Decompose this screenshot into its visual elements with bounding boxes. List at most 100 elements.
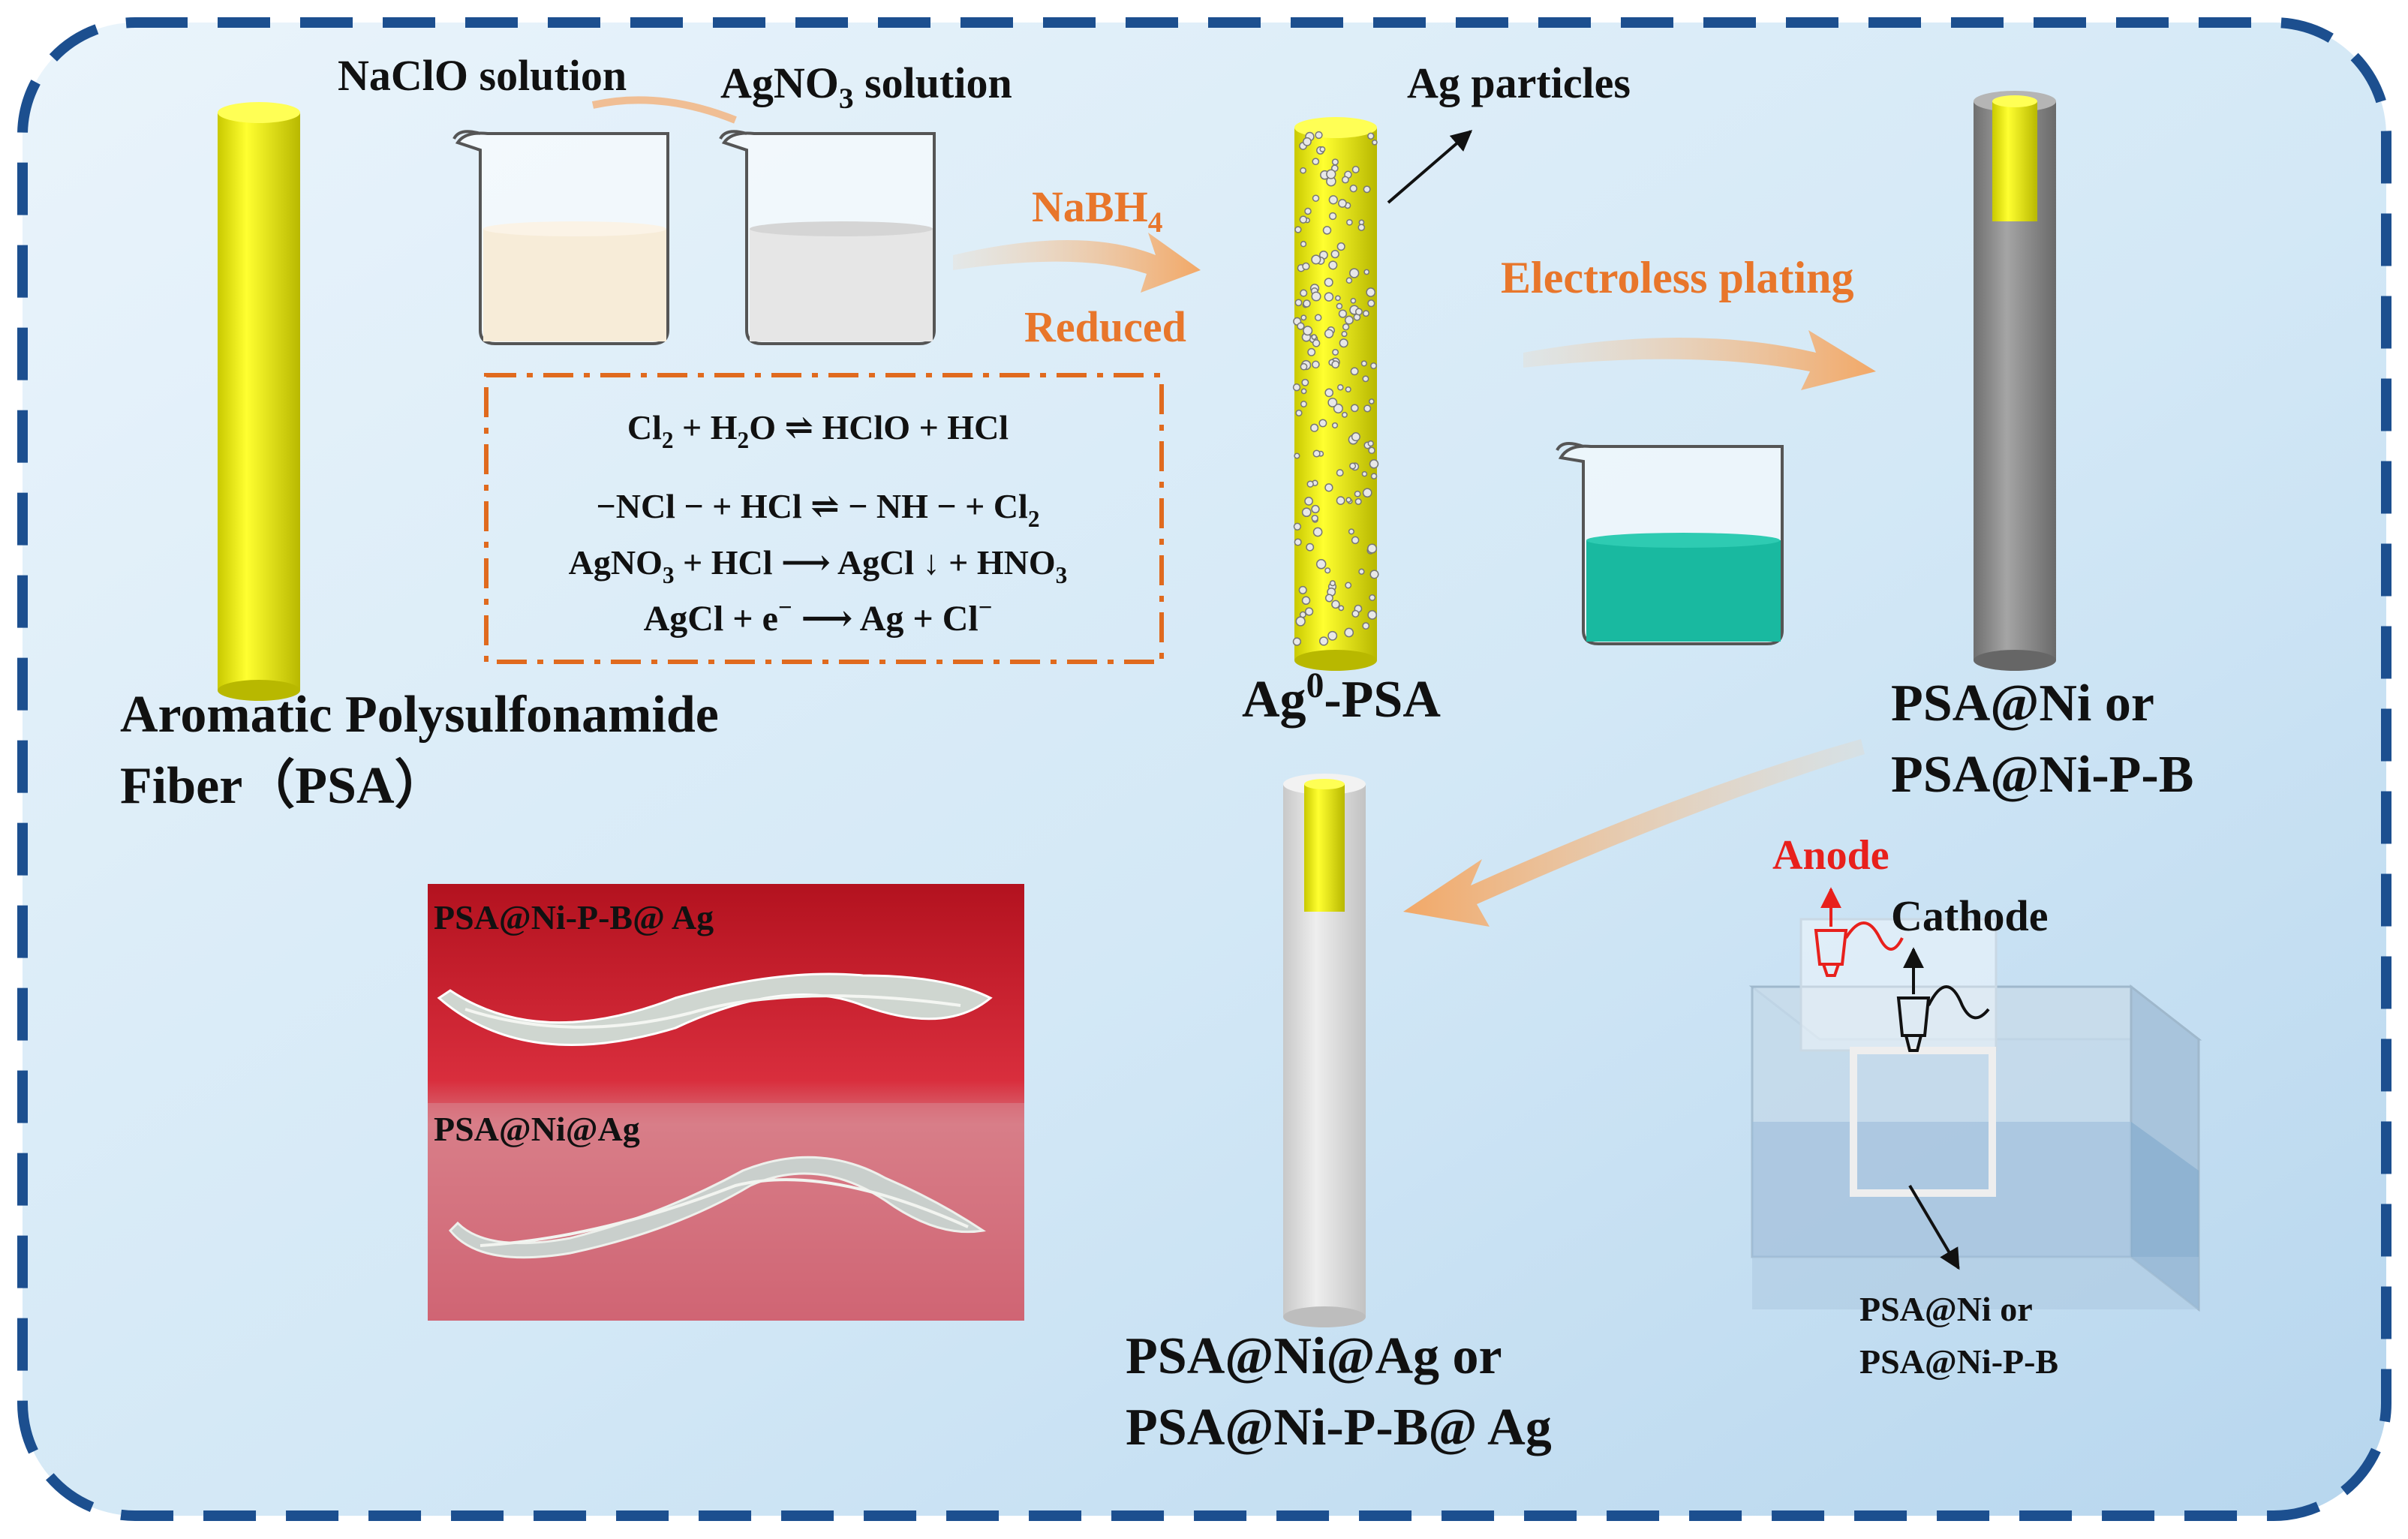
ag-particle-dot [1301,507,1312,518]
ag-particle-dot [1324,567,1331,574]
ag-particle-dot [1300,167,1306,174]
ag-particle-dot [1339,338,1348,348]
ag-particle-dot [1363,185,1371,194]
ag-particle-dot [1297,322,1305,330]
ag-particle-dot [1315,131,1323,140]
ag-particle-dot [1333,403,1343,413]
ag-particle-dot [1324,594,1333,603]
ag-particle-dot [1362,488,1372,498]
ag-particle-dot [1312,360,1320,369]
ag-particle-dot [1341,411,1348,418]
ag-particle-dot [1354,497,1362,505]
ag-particle-dot [1304,607,1314,616]
ag-particle-dot [1312,339,1321,347]
ag-particle-dot [1363,269,1370,275]
ag-particle-dot [1324,292,1334,302]
ag-particle-dot [1311,514,1318,522]
ag-particle-dot [1370,362,1377,369]
final-product-label-line1: PSA@Ni@Ag or [1126,1327,1502,1385]
ag-particle-dot [1302,262,1310,271]
ag-particle-dot [1295,409,1303,416]
ag-particle-dot [1368,398,1375,404]
ag-particle-dot [1295,616,1306,627]
ag-particle-dot [1357,224,1366,231]
ag-particle-dot [1302,137,1312,146]
ag-particle-dot [1300,401,1307,407]
ag-particle-dot [1303,299,1311,308]
psa-ni-label-line1: PSA@Ni or [1891,675,2154,732]
equation-1: Cl2 + H2O ⇌ HClO + HCl [627,408,1009,453]
equation-3: AgNO3 + HCl ⟶ AgCl ↓ + HNO3 [569,543,1068,588]
ag-particle-dot [1326,169,1336,179]
ag-particle-dot [1311,504,1320,514]
ag-particle-dot [1294,538,1302,546]
ag-particle-dot [1363,404,1372,413]
ag-particle-dot [1318,419,1327,428]
ag-particle-dot [1322,226,1332,235]
ag-particle-dot [1327,397,1338,407]
ag-particle-dot [1366,543,1378,554]
ag-particle-dot [1338,605,1345,612]
ag-particle-dot [1367,440,1374,447]
equation-box [484,373,1164,664]
ag-particle-dot [1331,158,1339,166]
psa-fiber-label-line1: Aromatic Polysulfonamide [120,686,719,744]
ag-particle-dot [1362,375,1369,383]
sample-frame [1850,1047,1996,1197]
cathode-label: Cathode [1891,891,2048,940]
ag-particle-dot [1300,241,1307,248]
ag-particle-dot [1328,212,1337,221]
ag-particle-dot [1367,299,1375,308]
ag-particle-dot [1348,528,1354,535]
electroless-plating-label: Electroless plating [1501,253,1854,302]
ag-particle-dot [1362,622,1370,630]
nabh4-label: NaBH4 [1032,182,1162,239]
plating-arrow [1523,330,1876,390]
photo-label-top: PSA@Ni-P-B@ Ag [434,898,714,936]
ag-particle-dot [1354,490,1361,497]
ag-particle-dot [1330,249,1339,259]
ag-particle-dot [1336,496,1345,505]
ag-particle-dot [1310,423,1319,432]
ag-particle-dot [1344,627,1354,638]
ag-particle-dot [1369,459,1379,469]
ag-particle-dot [1304,497,1313,506]
ag-particle-dot [1351,166,1360,173]
ag-particle-dot [1372,139,1378,146]
ag-particle-dot [1319,146,1326,152]
equation-2: −NCl − + HCl ⇌ − NH − + Cl2 [597,487,1040,532]
final-product-cylinder [1283,774,1366,1327]
ag-particle-dot [1328,260,1338,270]
ag-particle-dot [1349,185,1357,193]
ag-particle-dot [1328,195,1338,205]
ag-particle-dot [1349,462,1357,470]
ag-particle-dot [1299,215,1308,224]
agno3-beaker-icon [719,130,936,345]
ag-particle-dot [1329,580,1336,587]
ag-particles-pointer [1387,130,1473,204]
tank-sample-label-line2: PSA@Ni-P-B [1859,1342,2058,1381]
fiber-photographs [428,884,1024,1321]
ag-particle-dot [1298,585,1307,594]
reduced-label: Reduced [1024,302,1186,351]
ag-particle-dot [1350,404,1359,413]
ag-particle-dot [1324,483,1333,492]
ag-particle-dot [1327,630,1338,641]
ag-particle-dot [1331,422,1339,428]
ag-particle-dot [1345,497,1351,503]
ag-particle-dot [1335,295,1341,302]
ag-particle-dot [1369,570,1379,579]
ag-particle-dot [1351,609,1360,618]
ag-particle-dot [1351,432,1360,442]
psa-ni-label-line2: PSA@Ni-P-B [1891,746,2193,804]
ag-particle-dot [1306,480,1314,488]
ag-particle-dot [1300,314,1307,321]
psa-fiber-label-line2: Fiber（PSA） [120,756,447,815]
ag-particle-dot [1300,362,1308,371]
ag-particle-dot [1358,568,1365,575]
ag-particle-dot [1346,218,1353,226]
ag-particle-dot [1303,326,1313,336]
ag-particle-dot [1312,527,1323,537]
ag-particle-dot [1331,600,1340,609]
